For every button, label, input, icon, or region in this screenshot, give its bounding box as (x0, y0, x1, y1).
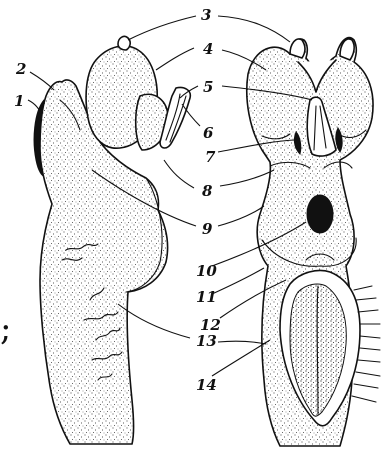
label-2: 2 (15, 60, 26, 78)
cerebellum-cavity (307, 195, 333, 233)
label-11: 11 (196, 288, 217, 306)
label-13: 13 (196, 332, 217, 350)
label-7: 7 (205, 148, 216, 166)
label-1: 1 (14, 92, 24, 110)
label-6: 6 (203, 124, 214, 142)
edge-punctuation: ; (0, 309, 11, 349)
label-3: 3 (201, 6, 211, 24)
label-10: 10 (196, 262, 217, 280)
label-4: 4 (203, 40, 213, 58)
label-5: 5 (203, 78, 213, 96)
label-8: 8 (202, 182, 213, 200)
label-14: 14 (196, 376, 217, 394)
pineal-tip-dorsal-left (290, 39, 305, 58)
lateral-view (34, 36, 190, 444)
label-9: 9 (202, 220, 213, 238)
dorsal-view (247, 38, 380, 446)
pineal-tip-lateral (118, 36, 130, 50)
